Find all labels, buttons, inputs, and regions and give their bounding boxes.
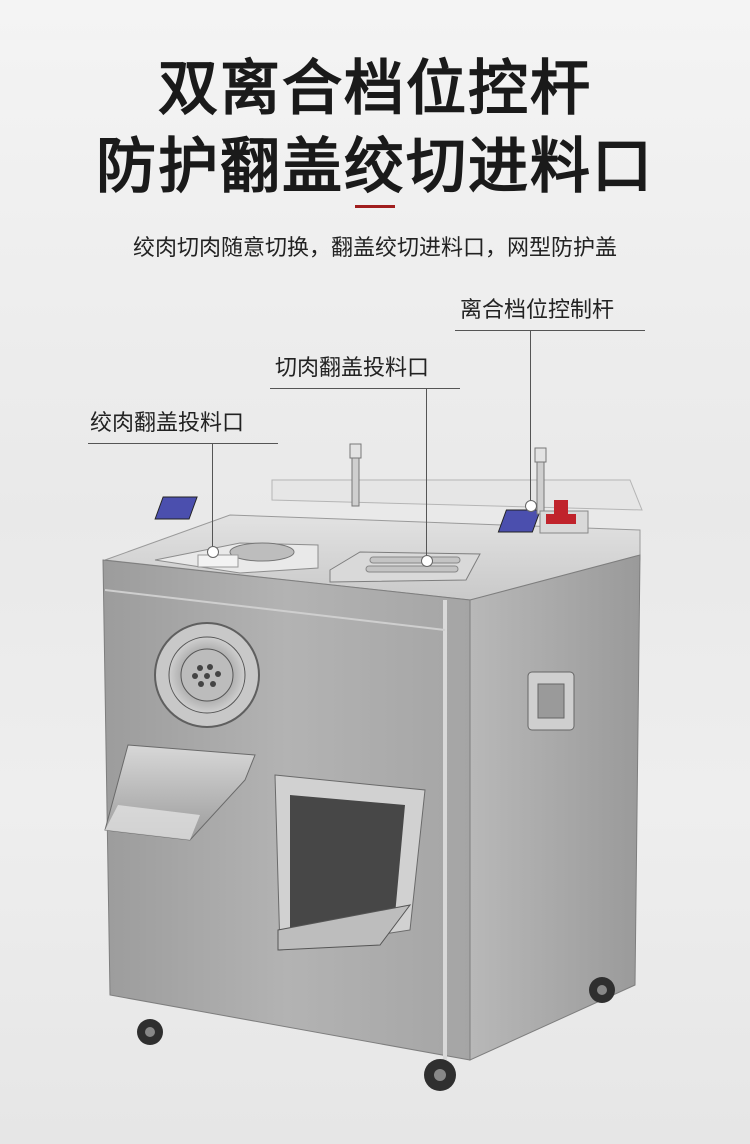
callout-slicing-inlet-line [270, 388, 460, 389]
callout-clutch-lever-dot [525, 500, 537, 512]
side-panel [469, 554, 641, 1061]
title-accent-bar [355, 205, 395, 208]
callout-clutch-lever-line [455, 330, 645, 331]
title-line-1: 双离合档位控杆 [158, 54, 592, 124]
callout-mincing-inlet-leader [212, 443, 213, 548]
callout-clutch-lever-label: 离合档位控制杆 [460, 298, 615, 323]
caster-wheel-icon [424, 1059, 456, 1091]
lever-icon [497, 447, 547, 533]
handle-icon [527, 671, 575, 731]
grinder-plate-icon [154, 622, 260, 728]
caster-wheel-icon [589, 977, 615, 1003]
subtitle: 绞肉切肉随意切换，翻盖绞切进料口，网型防护盖 [132, 236, 617, 261]
callout-mincing-inlet-dot [207, 546, 219, 558]
lever-icon [154, 443, 362, 520]
callout-mincing-inlet-label: 绞肉翻盖投料口 [90, 411, 245, 436]
title-line-2: 防护翻盖绞切进料口 [96, 132, 654, 202]
callout-clutch-lever-leader [530, 330, 531, 505]
callout-mincing-inlet-line [88, 443, 278, 444]
callout-slicing-inlet-leader [426, 388, 427, 558]
red-switch [539, 500, 589, 534]
slicing-tray [277, 904, 412, 951]
callout-slicing-inlet-dot [421, 555, 433, 567]
back-panel [271, 479, 643, 511]
caster-wheel-icon [137, 1019, 163, 1045]
callout-slicing-inlet-label: 切肉翻盖投料口 [275, 356, 430, 381]
